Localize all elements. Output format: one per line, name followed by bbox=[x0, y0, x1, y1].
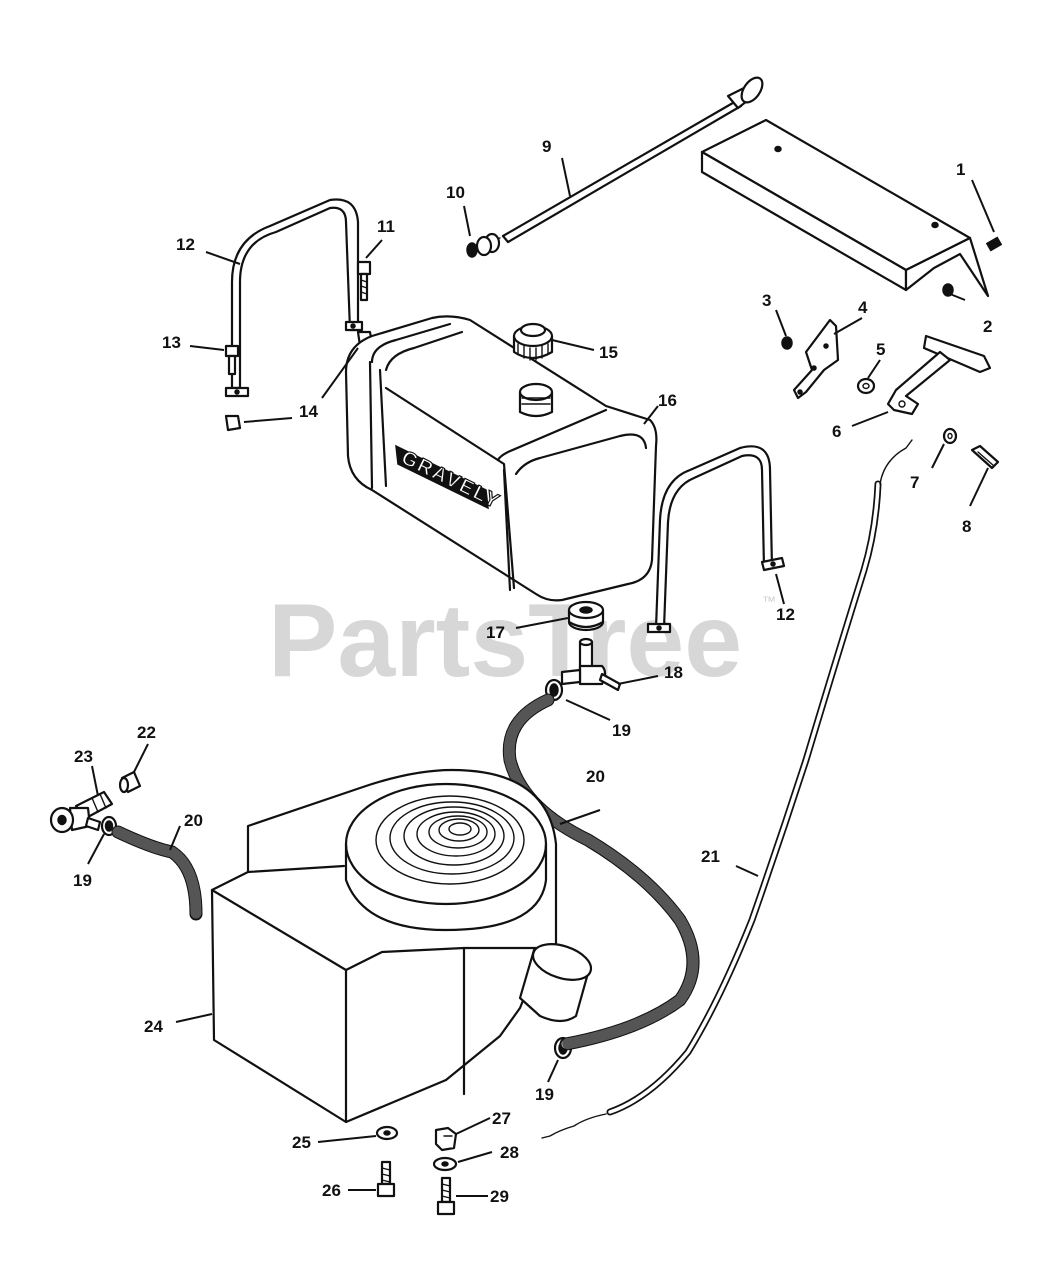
part-7-washer[interactable] bbox=[942, 427, 958, 445]
callout-7: 7 bbox=[910, 473, 919, 492]
callout-5: 5 bbox=[876, 340, 885, 359]
callout-14: 14 bbox=[299, 402, 318, 421]
callout-15: 15 bbox=[599, 343, 618, 362]
part-5-washer[interactable] bbox=[856, 377, 876, 395]
part-1-screw[interactable] bbox=[985, 236, 1003, 252]
callout-18: 18 bbox=[664, 663, 683, 682]
part-14-nut-lower[interactable] bbox=[224, 414, 242, 432]
callout-19-left: 19 bbox=[73, 871, 92, 890]
part-22-fitting[interactable] bbox=[118, 770, 142, 794]
callout-8: 8 bbox=[962, 517, 971, 536]
part-20-fuel-hose-main[interactable] bbox=[502, 693, 700, 1051]
part-26-bolt[interactable] bbox=[376, 1160, 396, 1198]
part-11-bolt[interactable] bbox=[356, 260, 372, 302]
part-10-nut-washers[interactable] bbox=[466, 232, 501, 258]
part-12-tank-strap-right[interactable] bbox=[646, 445, 786, 634]
part-8-bolt[interactable] bbox=[970, 444, 1000, 470]
callout-17: 17 bbox=[486, 623, 505, 642]
callout-9: 9 bbox=[542, 137, 551, 156]
callout-27: 27 bbox=[492, 1109, 511, 1128]
callout-23: 23 bbox=[74, 747, 93, 766]
part-2-nut[interactable] bbox=[942, 283, 954, 297]
part-4-plate[interactable] bbox=[792, 318, 840, 400]
part-27-nut[interactable] bbox=[434, 1126, 458, 1152]
watermark-trademark: ™ bbox=[762, 593, 776, 609]
callout-12-right: 12 bbox=[776, 605, 795, 624]
callout-4: 4 bbox=[858, 298, 868, 317]
part-17-grommet[interactable] bbox=[567, 600, 605, 632]
callout-28: 28 bbox=[500, 1143, 519, 1162]
callout-24: 24 bbox=[144, 1017, 163, 1036]
callout-1: 1 bbox=[956, 160, 965, 179]
callout-20-left: 20 bbox=[184, 811, 203, 830]
callout-13: 13 bbox=[162, 333, 181, 352]
part-bracket-panel[interactable] bbox=[700, 118, 990, 298]
part-25-washer[interactable] bbox=[375, 1125, 399, 1141]
part-15-fuel-cap[interactable] bbox=[512, 322, 554, 361]
callout-2: 2 bbox=[983, 317, 992, 336]
part-6-throttle-lever[interactable] bbox=[886, 334, 992, 416]
callout-29: 29 bbox=[490, 1187, 509, 1206]
callout-labels: 1 2 3 4 5 6 7 8 9 10 11 12 12 13 14 15 1… bbox=[73, 137, 992, 1206]
part-28-washer[interactable] bbox=[432, 1156, 458, 1172]
part-20-fuel-hose-left[interactable] bbox=[111, 825, 203, 921]
part-13-bolt[interactable] bbox=[224, 344, 240, 376]
callout-19-lower: 19 bbox=[535, 1085, 554, 1104]
callout-26: 26 bbox=[322, 1181, 341, 1200]
callout-10: 10 bbox=[446, 183, 465, 202]
part-24-engine-shroud[interactable] bbox=[210, 768, 595, 1124]
leader-lines bbox=[87, 157, 995, 1197]
callout-11: 11 bbox=[377, 217, 395, 236]
callout-16: 16 bbox=[658, 391, 677, 410]
callout-25: 25 bbox=[292, 1133, 311, 1152]
part-16-fuel-tank[interactable]: GRAVELY bbox=[344, 315, 658, 602]
part-29-bolt[interactable] bbox=[436, 1176, 456, 1216]
callout-3: 3 bbox=[762, 291, 771, 310]
part-18-shutoff-valve[interactable] bbox=[560, 637, 622, 692]
callout-19-upper: 19 bbox=[612, 721, 631, 740]
part-3-nut[interactable] bbox=[781, 336, 793, 350]
callout-12-left: 12 bbox=[176, 235, 195, 254]
callout-22: 22 bbox=[137, 723, 156, 742]
part-23-elbow-fitting[interactable] bbox=[49, 790, 114, 834]
callout-20-main: 20 bbox=[586, 767, 605, 786]
callout-21: 21 bbox=[701, 847, 720, 866]
callout-6: 6 bbox=[832, 422, 841, 441]
part-21-throttle-cable[interactable] bbox=[541, 439, 913, 1139]
part-12-tank-strap-left[interactable] bbox=[224, 198, 364, 398]
